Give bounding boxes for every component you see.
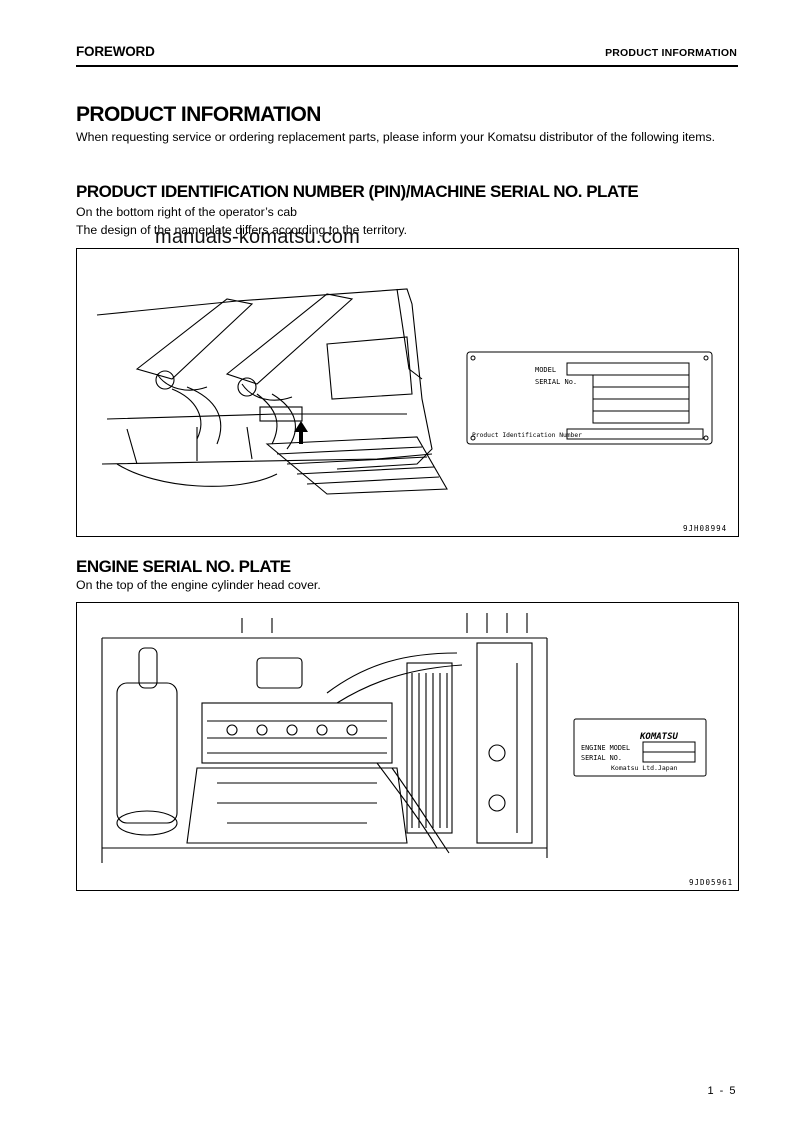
pin-plate-model-label: MODEL — [535, 366, 556, 374]
pin-plate-location-text: On the bottom right of the operator’s ca… — [76, 205, 298, 219]
intro-paragraph: When requesting service or ordering repl… — [76, 130, 716, 144]
page-number: 1 - 5 — [707, 1085, 737, 1097]
pin-plate-pin-label: Product Identification Number — [472, 432, 582, 439]
header-section-label: FOREWORD — [76, 44, 155, 59]
cab-illustration: MODEL SERIAL No. Product Identification … — [96, 288, 727, 533]
engine-figure-code: 9JD05961 — [689, 878, 733, 887]
pin-plate-serial-label: SERIAL No. — [535, 378, 577, 386]
engine-plate-location-text: On the top of the engine cylinder head c… — [76, 578, 321, 592]
watermark-text: manuals-komatsu.com — [155, 226, 360, 248]
engine-plate-maker-label: Komatsu Ltd.Japan — [611, 764, 678, 772]
engine-plate-heading: ENGINE SERIAL NO. PLATE — [76, 557, 291, 576]
pin-plate-note-text: The design of the nameplate differs acco… — [76, 223, 408, 237]
engine-plate-figure: KOMATSU ENGINE MODEL SERIAL NO. Komatsu … — [76, 602, 739, 891]
pin-figure-code: 9JH08994 — [683, 524, 727, 533]
header-rule — [76, 65, 738, 67]
engine-plate-brand: KOMATSU — [639, 732, 679, 742]
pin-plate-heading: PRODUCT IDENTIFICATION NUMBER (PIN)/MACH… — [76, 182, 639, 201]
pin-plate-figure: MODEL SERIAL No. Product Identification … — [76, 248, 739, 537]
engine-plate-serial-label: SERIAL NO. — [581, 754, 622, 762]
engine-plate-model-label: ENGINE MODEL — [581, 744, 630, 752]
page-title: PRODUCT INFORMATION — [76, 103, 321, 126]
engine-illustration: KOMATSU ENGINE MODEL SERIAL NO. Komatsu … — [101, 613, 733, 887]
header-page-topic: PRODUCT INFORMATION — [605, 47, 737, 59]
